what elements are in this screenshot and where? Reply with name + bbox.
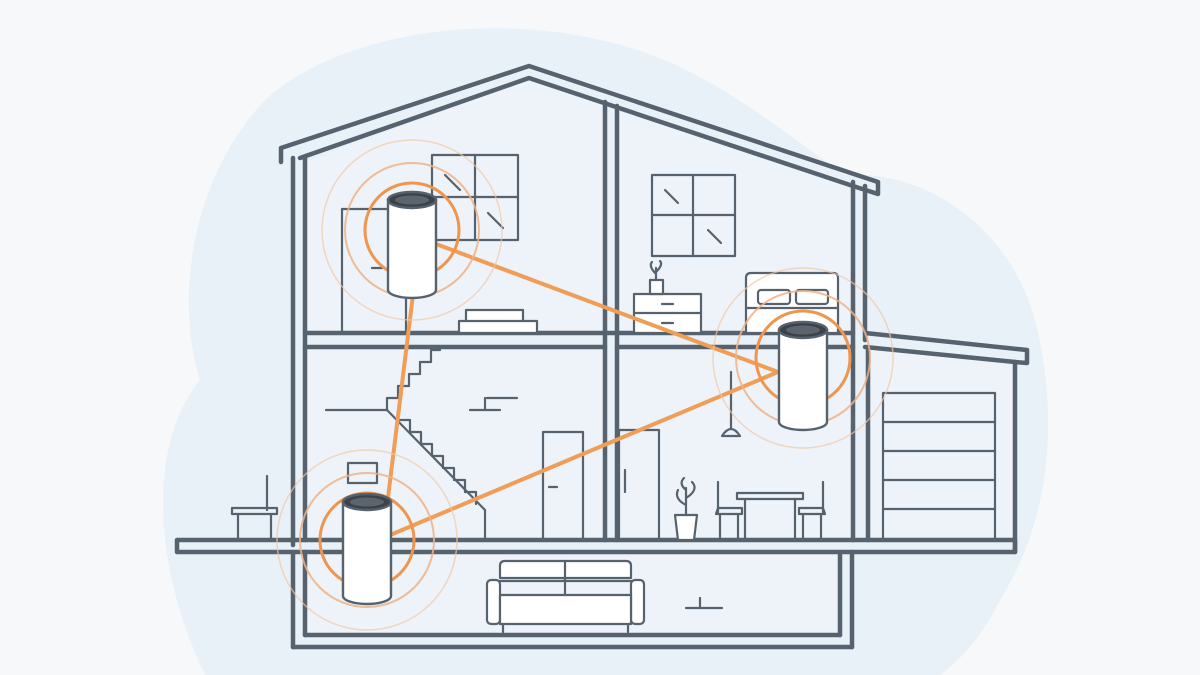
roof-outline <box>278 63 881 197</box>
dining-chair-right <box>797 480 827 542</box>
router-top-inner <box>395 195 429 205</box>
dining-chair-left <box>714 480 744 542</box>
ground-line <box>174 537 1018 555</box>
basement-furniture <box>485 559 724 634</box>
wall-shelf <box>684 596 724 610</box>
garage-door <box>881 391 997 542</box>
node-downstairs <box>276 449 458 631</box>
chair <box>230 474 279 542</box>
dining-table <box>735 491 805 542</box>
plant-pot <box>648 278 665 296</box>
signal-ring <box>712 267 894 449</box>
mesh-nodes <box>276 139 894 631</box>
upstairs-left-furniture <box>340 153 539 335</box>
router-top-inner <box>350 497 384 507</box>
pendant-lamp <box>720 370 742 438</box>
garage-roof <box>862 330 1030 366</box>
signal-ring <box>299 472 435 608</box>
signal-link <box>418 236 780 374</box>
node-upstairs <box>321 139 503 321</box>
signal-ring <box>321 139 503 321</box>
door <box>541 430 585 542</box>
router-top-inner <box>786 325 820 335</box>
signal-ring <box>276 449 458 631</box>
staircase <box>324 348 442 412</box>
router-body <box>341 500 393 606</box>
router-body <box>777 328 829 432</box>
ground-left-furniture <box>230 348 585 542</box>
node-bedroom <box>712 267 894 449</box>
wall-bricks <box>468 396 519 412</box>
signal-link <box>381 370 780 540</box>
router-body <box>386 198 438 300</box>
potted-plant <box>673 513 699 542</box>
ground-right-furniture <box>617 370 827 542</box>
